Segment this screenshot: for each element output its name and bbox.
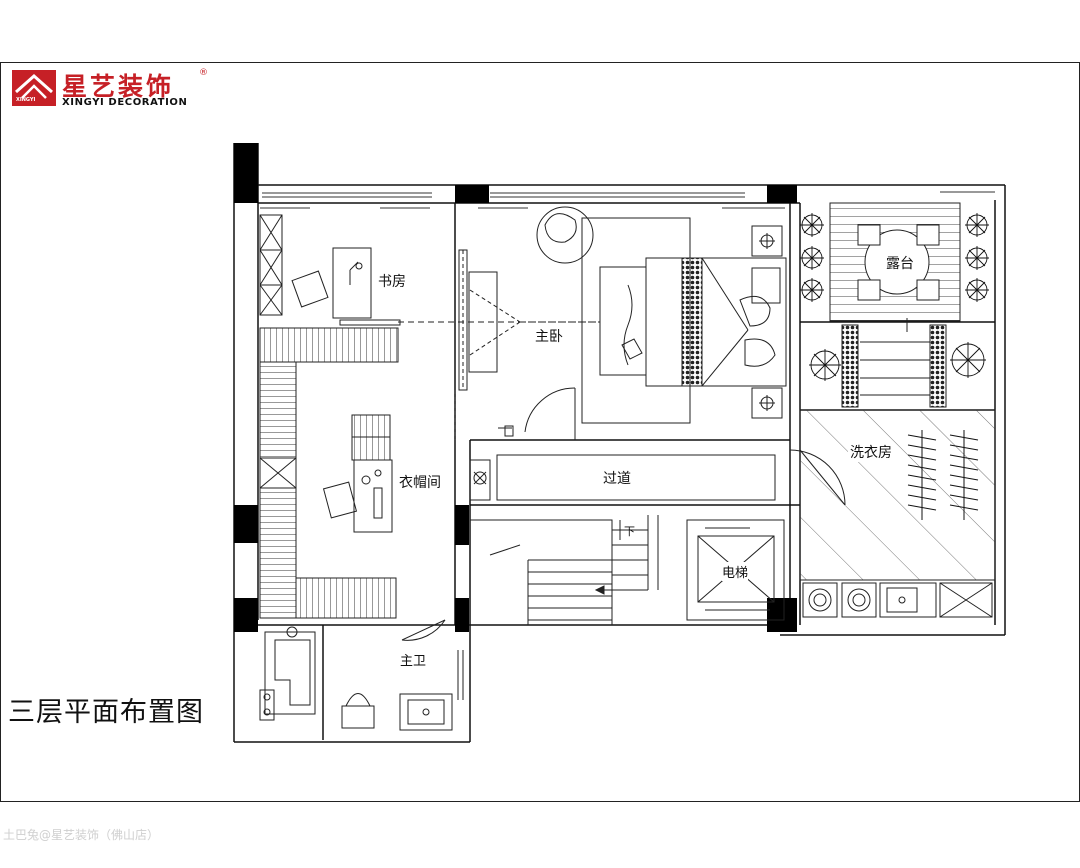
room-label-study: 书房	[378, 274, 406, 290]
stairs-down-label: 下	[624, 525, 635, 538]
room-label-laundry: 洗衣房	[848, 442, 894, 462]
bedroom-furniture	[498, 206, 787, 440]
logo-mark-icon	[12, 70, 56, 106]
room-label-closet: 衣帽间	[399, 475, 441, 491]
logo-mark-text: XINGYI	[16, 97, 36, 103]
study-furniture	[259, 214, 401, 326]
bath-fixtures	[259, 619, 464, 731]
terrace-furniture	[829, 202, 961, 408]
logo-name-en: XINGYI DECORATION	[62, 97, 188, 108]
company-logo: 星艺装饰 ® XINGYI DECORATION XINGYI	[12, 68, 208, 110]
terrace-plants	[800, 213, 989, 381]
room-label-corridor: 过道	[603, 471, 631, 487]
closet-vanity	[322, 414, 393, 533]
room-label-elevator: 电梯	[722, 562, 749, 581]
corridor-cabinet	[469, 454, 776, 501]
windows	[260, 191, 995, 209]
room-label-master-bedroom: 主卧	[535, 329, 563, 345]
stairs	[470, 515, 659, 625]
plan-title: 三层平面布置图	[8, 697, 204, 728]
laundry-room	[789, 409, 996, 618]
drying-racks	[907, 430, 979, 520]
logo-name-cn: 星艺装饰	[62, 72, 175, 101]
structural-columns	[234, 143, 797, 632]
closet-wardrobes	[259, 327, 399, 619]
room-label-terrace: 露台	[884, 253, 916, 273]
room-label-master-bath: 主卫	[400, 654, 427, 669]
logo-registered-mark: ®	[199, 68, 208, 78]
watermark: 土巴兔@星艺装饰（佛山店）	[3, 828, 160, 842]
study-bedroom-door	[398, 249, 600, 440]
